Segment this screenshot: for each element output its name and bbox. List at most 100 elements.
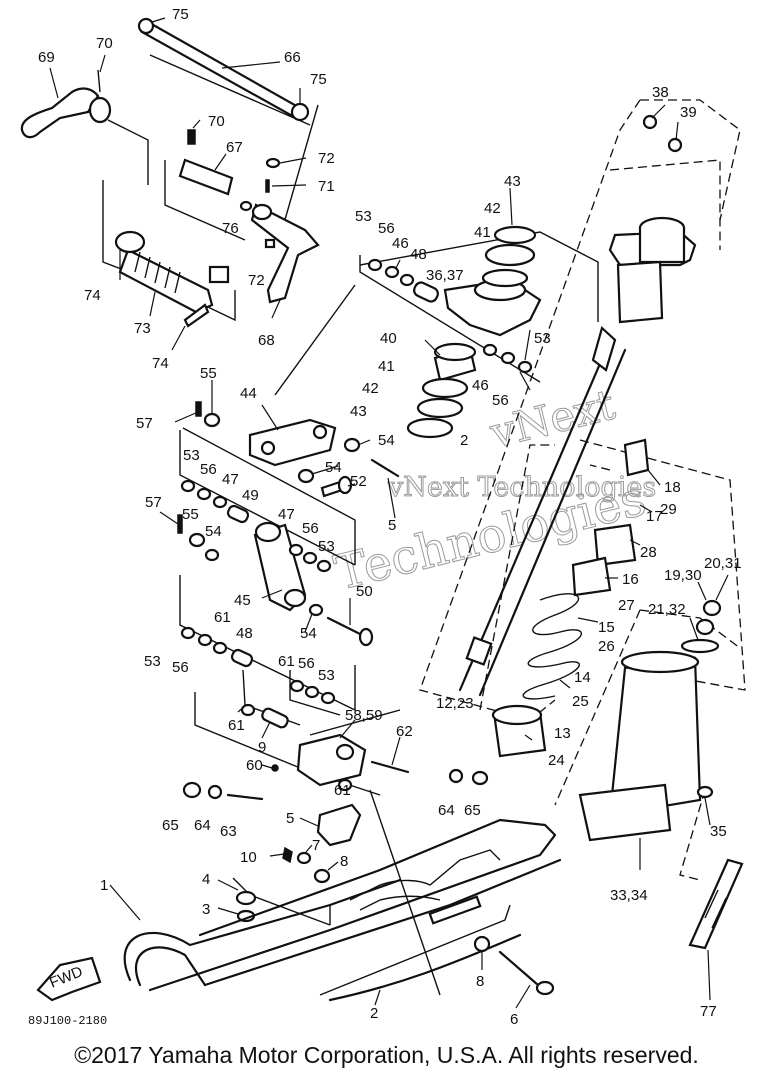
part-washers-middle — [180, 437, 361, 617]
callout-14: 14 — [574, 669, 591, 686]
callout-5-low: 5 — [286, 810, 294, 827]
callout-61-a: 61 — [214, 609, 231, 626]
callout-69: 69 — [38, 49, 55, 66]
callout-27: 27 — [618, 597, 635, 614]
part-washers-upper — [367, 258, 439, 303]
part-shaft-66 — [137, 17, 310, 122]
callout-56-a: 56 — [378, 220, 395, 237]
callout-17: 17 — [646, 508, 663, 525]
callout-54-a: 54 — [378, 432, 395, 449]
part-ski-1 — [123, 818, 562, 1002]
callout-42-a: 42 — [484, 200, 501, 217]
callout-35: 35 — [710, 823, 727, 840]
callout-55-a: 55 — [200, 365, 217, 382]
callout-57-b: 57 — [145, 494, 162, 511]
callout-15: 15 — [598, 619, 615, 636]
callout-76: 76 — [222, 220, 239, 237]
callout-47-a: 47 — [222, 471, 239, 488]
callout-48-b: 48 — [236, 625, 253, 642]
callout-65-b: 65 — [162, 817, 179, 834]
part-bracket-36-37 — [443, 225, 542, 337]
part-mount-58-59 — [182, 733, 489, 801]
callout-72-top: 72 — [318, 150, 335, 167]
callout-45: 45 — [234, 592, 251, 609]
callout-53-c: 53 — [183, 447, 200, 464]
part-link-45 — [177, 514, 307, 612]
callout-6: 6 — [510, 1011, 518, 1028]
part-bolts — [320, 458, 400, 647]
callout-42-b: 42 — [362, 380, 379, 397]
diagram-code: 89J100-2180 — [28, 1014, 108, 1028]
callout-36-37: 36,37 — [426, 267, 464, 284]
callout-18: 18 — [664, 479, 681, 496]
fwd-arrow — [36, 956, 102, 1002]
callout-53-e: 53 — [144, 653, 161, 670]
part-bracket-69 — [20, 69, 112, 139]
callout-8-b: 8 — [476, 973, 484, 990]
callout-38: 38 — [652, 84, 669, 101]
callout-75-top: 75 — [172, 6, 189, 23]
callout-77: 77 — [700, 1003, 717, 1020]
callout-41-a: 41 — [474, 224, 491, 241]
callout-53-a: 53 — [355, 208, 372, 225]
callout-1: 1 — [100, 877, 108, 894]
callout-41-b: 41 — [378, 358, 395, 375]
part-arm-67 — [178, 129, 281, 212]
callout-56-b: 56 — [492, 392, 509, 409]
callout-58-59: 58,59 — [345, 707, 383, 724]
callout-43-b: 43 — [350, 403, 367, 420]
callout-61-b: 61 — [278, 653, 295, 670]
callout-68: 68 — [258, 332, 275, 349]
callout-74-top: 74 — [84, 287, 101, 304]
callout-67: 67 — [226, 139, 243, 156]
callout-53-d: 53 — [318, 538, 335, 555]
callout-2: 2 — [370, 1005, 378, 1022]
callout-66: 66 — [284, 49, 301, 66]
callout-24: 24 — [548, 752, 565, 769]
callout-72-low: 72 — [248, 272, 265, 289]
callout-13: 13 — [554, 725, 571, 742]
part-plate-77 — [688, 858, 744, 950]
callout-62: 62 — [396, 723, 413, 740]
part-arm-68 — [250, 203, 320, 304]
callout-25: 25 — [572, 693, 589, 710]
callout-7: 7 — [312, 837, 320, 854]
callout-44: 44 — [240, 385, 257, 402]
callout-20-31: 20,31 — [704, 555, 742, 572]
callout-29: 29 — [660, 501, 677, 518]
part-link-44 — [195, 401, 337, 467]
callout-56-e: 56 — [172, 659, 189, 676]
callout-57-a: 57 — [136, 415, 153, 432]
part-shock-absorber — [458, 114, 722, 842]
callout-53-f: 53 — [318, 667, 335, 684]
callout-10: 10 — [240, 849, 257, 866]
callout-55-b: 55 — [182, 506, 199, 523]
callout-61-d: 61 — [334, 782, 351, 799]
callout-4: 4 — [202, 871, 210, 888]
callout-46-a: 46 — [392, 235, 409, 252]
callout-leaders — [49, 17, 729, 1009]
callout-33-34: 33,34 — [610, 887, 648, 904]
callout-65-a: 65 — [464, 802, 481, 819]
callout-9: 9 — [258, 739, 266, 756]
callout-49: 49 — [242, 487, 259, 504]
callout-61-c: 61 — [228, 717, 245, 734]
callout-47-b: 47 — [278, 506, 295, 523]
callout-54-d: 54 — [300, 625, 317, 642]
callout-5-upper: 5 — [388, 517, 396, 534]
callout-46-b: 46 — [472, 377, 489, 394]
callout-12-23: 12,23 — [436, 695, 474, 712]
callout-71: 71 — [318, 178, 335, 195]
callout-70-mid: 70 — [208, 113, 225, 130]
callout-54-c: 54 — [205, 523, 222, 540]
copyright-notice: ©2017 Yamaha Motor Corporation, U.S.A. A… — [74, 1042, 699, 1068]
part-bushings-40-43 — [406, 342, 533, 439]
callout-54-b: 54 — [325, 459, 342, 476]
callout-16: 16 — [622, 571, 639, 588]
callout-21-32: 21,32 — [648, 601, 686, 618]
part-shaft-73 — [114, 230, 230, 328]
callout-53-b: 53 — [534, 330, 551, 347]
assembly-guides — [102, 54, 746, 996]
callout-40: 40 — [380, 330, 397, 347]
callout-63: 63 — [220, 823, 237, 840]
